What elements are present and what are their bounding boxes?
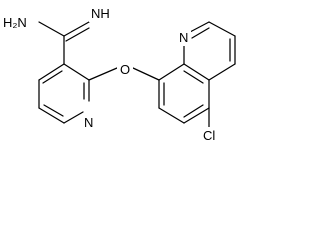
amidine-bonds (38, 21, 90, 65)
atom-label-backgrounds (1, 5, 220, 144)
quinoline-bond-c6-c5 (183, 107, 210, 124)
atom-labels: H₂N NH N O N Cl (3, 6, 215, 143)
quinoline-nitrogen-label: N (179, 30, 188, 45)
bond-amidine-carbon-to-nh2 (38, 21, 65, 37)
pyridine-ring (38, 63, 90, 124)
ether-oxygen-label: O (120, 62, 130, 77)
quinoline-bond-c7-c6 (158, 107, 185, 124)
quinoline-bond-c8a-c8 (158, 63, 185, 81)
bond-amidine-carbon-to-nh-double-1 (63, 21, 90, 37)
quinoline-bond-n1-c2-inner (191, 27, 210, 39)
ether-bonds (88, 67, 160, 81)
pyridine-bond-c3-c2 (63, 63, 90, 81)
pyridine-bond-c3-c4-inner (42, 70, 63, 84)
bond-pyridine-to-oxygen (88, 67, 118, 81)
oxygen-label-background (117, 61, 133, 78)
quinoline-bond-c4a-c8a (183, 63, 210, 81)
bond-amidine-carbon-to-nh-double-2 (65, 27, 90, 42)
pyridine-bond-c6-n1 (63, 111, 84, 124)
chlorine-label: Cl (203, 128, 215, 143)
chemical-structure: H₂N NH N O N Cl (1, 5, 236, 144)
amine-label-background (1, 14, 32, 31)
quinoline-bond-c2-c3 (208, 21, 236, 37)
quinoline-bond-n1-c2 (189, 21, 210, 33)
imine-label-background (89, 5, 112, 22)
bond-oxygen-to-quinoline (132, 67, 160, 81)
quinoline-rings (158, 21, 236, 128)
amine-label: H₂N (3, 15, 27, 30)
quinoline-bond-c4a-c8a-inner (183, 70, 204, 84)
chlorine-label-background (201, 127, 220, 144)
quinoline-bond-c6-c5-inner (183, 104, 204, 118)
pyridine-bond-c5-c6-inner (43, 104, 64, 117)
quinoline-nitrogen-label-background (177, 29, 191, 46)
pyridine-nitrogen-label: N (84, 115, 93, 130)
imine-label: NH (91, 6, 110, 21)
pyridine-bond-c5-c6 (38, 107, 65, 124)
pyridine-nitrogen-label-background (82, 114, 96, 131)
pyridine-bond-c3-c4 (38, 63, 65, 81)
quinoline-bond-c4-c4a (208, 63, 236, 81)
